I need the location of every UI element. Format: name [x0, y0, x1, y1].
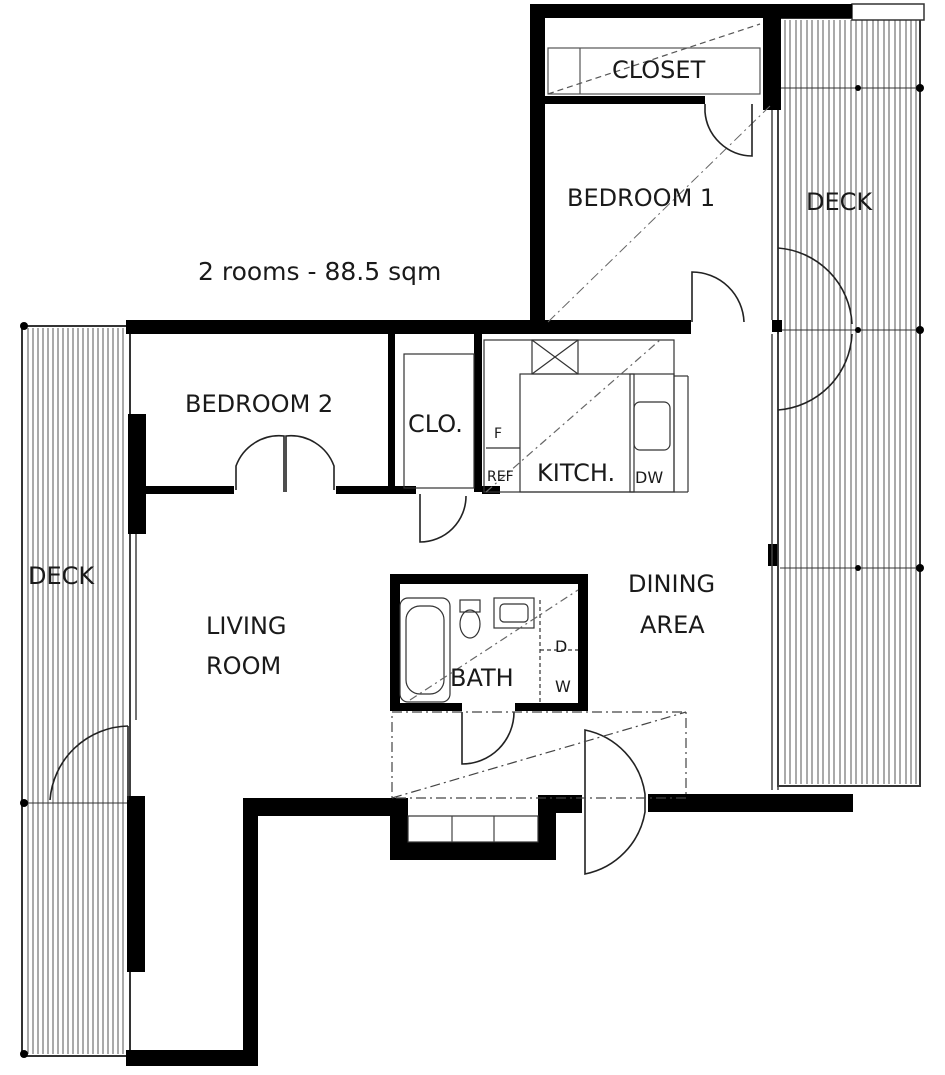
label-deck-right: DECK	[806, 188, 873, 216]
label-dining-line1: DINING	[628, 570, 715, 598]
deck-right-rail-top	[851, 3, 925, 21]
deck-right-posts	[855, 84, 924, 572]
kitchen-fixtures	[403, 339, 689, 493]
label-bedroom1: BEDROOM 1	[567, 184, 715, 212]
deck-left-hatching	[21, 325, 131, 1057]
label-living-line2: ROOM	[206, 652, 281, 680]
entry-dashed	[391, 711, 687, 843]
label-f: F	[494, 426, 502, 442]
window-lines	[129, 110, 779, 796]
bath-fixtures	[399, 589, 579, 703]
bedroom1-diagonal	[547, 105, 771, 323]
label-deck-left: DECK	[28, 562, 95, 590]
walls	[126, 4, 853, 1066]
label-w: W	[555, 677, 571, 696]
label-bath: BATH	[450, 664, 514, 692]
label-dining-line2: AREA	[640, 611, 705, 639]
closet-shelf	[547, 23, 761, 95]
deck-left-posts	[20, 322, 28, 1058]
label-d: D	[555, 637, 567, 656]
label-closet: CLOSET	[612, 56, 706, 84]
label-kitchen: KITCH.	[537, 459, 615, 487]
label-ref: REF	[487, 469, 514, 485]
label-living-line1: LIVING	[206, 612, 287, 640]
label-dw: DW	[635, 468, 663, 487]
label-clo: CLO.	[408, 410, 463, 438]
deck-right-hatching	[777, 17, 921, 787]
label-bedroom2: BEDROOM 2	[185, 390, 333, 418]
plan-title: 2 rooms - 88.5 sqm	[198, 257, 441, 286]
doors	[49, 104, 853, 875]
